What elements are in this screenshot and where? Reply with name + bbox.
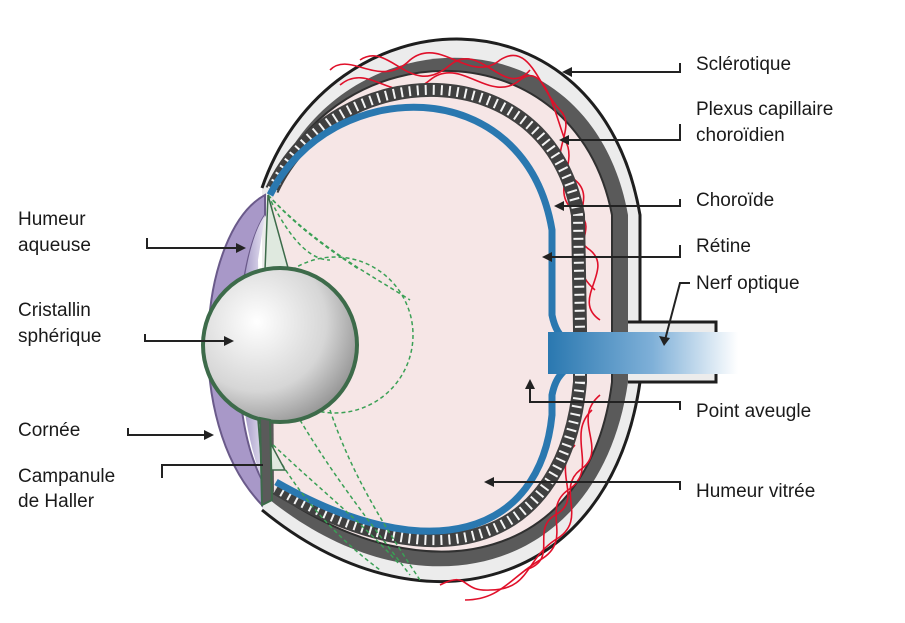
- label-cristallin-line2: sphérique: [18, 326, 101, 347]
- label-point-aveugle: Point aveugle: [696, 401, 811, 422]
- label-choroide: Choroïde: [696, 190, 774, 211]
- leader-sclerotique: [568, 63, 680, 72]
- label-cornee: Cornée: [18, 420, 80, 441]
- label-sclerotique: Sclérotique: [696, 54, 791, 75]
- campanule-de-haller: [260, 418, 272, 505]
- label-cristallin-line1: Cristallin: [18, 300, 91, 321]
- label-retine: Rétine: [696, 236, 751, 257]
- label-plexus-line1: Plexus capillaire: [696, 99, 833, 120]
- label-humeur-aqueuse-line2: aqueuse: [18, 235, 91, 256]
- label-campanule-line1: Campanule: [18, 466, 115, 487]
- label-humeur-vitree: Humeur vitrée: [696, 481, 815, 502]
- label-nerf-optique: Nerf optique: [696, 273, 800, 294]
- label-humeur-aqueuse-line1: Humeur: [18, 209, 86, 230]
- label-campanule-line2: de Haller: [18, 491, 95, 512]
- lens: [203, 268, 357, 422]
- leader-cornee: [128, 428, 208, 435]
- label-plexus-line2: choroïdien: [696, 125, 785, 146]
